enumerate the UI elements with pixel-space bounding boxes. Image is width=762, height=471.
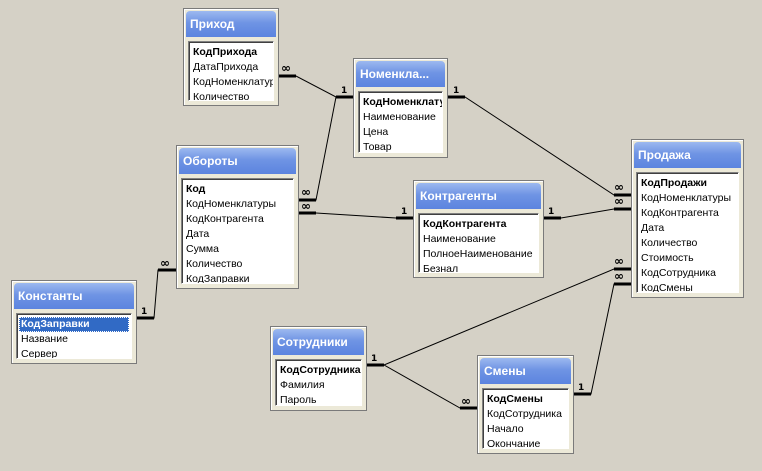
table-title-smeny[interactable]: Смены (480, 358, 571, 384)
field-smeny-3[interactable]: Окончание (487, 438, 541, 449)
relation-line-sotrudniki-prodazha[interactable] (366, 268, 631, 366)
field-konstanty-2[interactable]: Сервер (21, 348, 58, 359)
field-konstanty-0[interactable]: КодЗаправки (19, 317, 129, 332)
cardinality-many-oboroty-kontr: ∞ (301, 199, 311, 213)
table-title-nomenklatura[interactable]: Номенкла... (356, 61, 445, 87)
field-oboroty-6[interactable]: КодЗаправки (186, 273, 250, 284)
field-prodazha-4[interactable]: Количество (641, 237, 698, 249)
field-prodazha-3[interactable]: Дата (641, 222, 665, 234)
table-title-konstanty[interactable]: Константы (14, 283, 134, 309)
cardinality-one-smeny: 1 (578, 383, 584, 393)
field-oboroty-0[interactable]: Код (186, 183, 206, 195)
field-oboroty-3[interactable]: Дата (186, 228, 210, 240)
cardinality-many-prodazha-nom: ∞ (614, 180, 624, 194)
field-kontragenty-1[interactable]: Наименование (423, 233, 496, 245)
field-prodazha-6[interactable]: КодСотрудника (641, 267, 716, 279)
field-kontragenty-0[interactable]: КодКонтрагента (423, 218, 507, 230)
field-prodazha-1[interactable]: КодНоменклатуры (641, 192, 732, 204)
field-sotrudniki-0[interactable]: КодСотрудника (280, 364, 361, 376)
field-prodazha-0[interactable]: КодПродажи (641, 177, 707, 189)
cardinality-one-kontragenty-prodazha: 1 (548, 207, 554, 217)
table-title-oboroty[interactable]: Обороты (179, 148, 296, 174)
field-oboroty-1[interactable]: КодНоменклатуры (186, 198, 277, 210)
cardinality-many-oboroty-konst: ∞ (160, 256, 170, 270)
field-list-prihod[interactable]: КодПриходаДатаПриходаКодНоменклатурыКоли… (188, 41, 274, 101)
cardinality-many-smeny: ∞ (461, 394, 471, 408)
field-list-nomenklatura[interactable]: КодНоменклатурыНаименованиеЦенаТовар (358, 91, 443, 153)
cardinality-many-prodazha-sotr: ∞ (614, 254, 624, 268)
field-prodazha-2[interactable]: КодКонтрагента (641, 207, 719, 219)
table-title-prodazha[interactable]: Продажа (634, 142, 741, 168)
field-kontragenty-2[interactable]: ПолноеНаименование (423, 248, 533, 260)
field-nomenklatura-3[interactable]: Товар (363, 141, 392, 153)
field-sotrudniki-1[interactable]: Фамилия (280, 379, 325, 391)
field-oboroty-5[interactable]: Количество (186, 258, 243, 270)
field-prihod-0[interactable]: КодПрихода (193, 46, 258, 58)
field-nomenklatura-1[interactable]: Наименование (363, 111, 436, 123)
cardinality-one-nomenklatura: 1 (341, 86, 347, 96)
field-prihod-2[interactable]: КодНоменклатуры (193, 76, 273, 88)
field-konstanty-1[interactable]: Название (21, 333, 68, 345)
field-prodazha-7[interactable]: КодСмены (641, 282, 693, 293)
cardinality-many-prihod: ∞ (281, 61, 291, 75)
cardinality-many-prodazha-kontr: ∞ (614, 194, 624, 208)
table-title-sotrudniki[interactable]: Сотрудники (273, 329, 364, 355)
cardinality-one-nomenklatura-prodazha: 1 (453, 86, 459, 96)
field-sotrudniki-2[interactable]: Пароль (280, 394, 317, 406)
cardinality-many-oboroty-nom: ∞ (301, 185, 311, 199)
cardinality-many-prodazha-smena: ∞ (614, 269, 624, 283)
cardinality-one-sotrudniki: 1 (371, 354, 377, 364)
field-prodazha-5[interactable]: Стоимость (641, 252, 694, 264)
cardinality-one-kontragenty: 1 (401, 207, 407, 217)
field-smeny-0[interactable]: КодСмены (487, 393, 543, 405)
field-prihod-3[interactable]: Количество (193, 91, 250, 101)
field-nomenklatura-2[interactable]: Цена (363, 126, 389, 138)
table-title-prihod[interactable]: Приход (186, 11, 276, 37)
field-prihod-1[interactable]: ДатаПрихода (193, 61, 259, 73)
field-oboroty-4[interactable]: Сумма (186, 243, 219, 255)
cardinality-one-konstanty: 1 (141, 307, 147, 317)
table-nomenklatura[interactable]: Номенкла... КодНоменклатурыНаименованиеЦ… (353, 58, 448, 158)
field-smeny-2[interactable]: Начало (487, 423, 524, 435)
table-title-kontragenty[interactable]: Контрагенты (416, 183, 541, 209)
field-oboroty-2[interactable]: КодКонтрагента (186, 213, 264, 225)
field-nomenklatura-0[interactable]: КодНоменклатуры (363, 96, 442, 108)
relation-line-smeny-prodazha[interactable] (573, 283, 631, 395)
field-kontragenty-3[interactable]: Безнал (423, 263, 459, 273)
field-smeny-1[interactable]: КодСотрудника (487, 408, 562, 420)
